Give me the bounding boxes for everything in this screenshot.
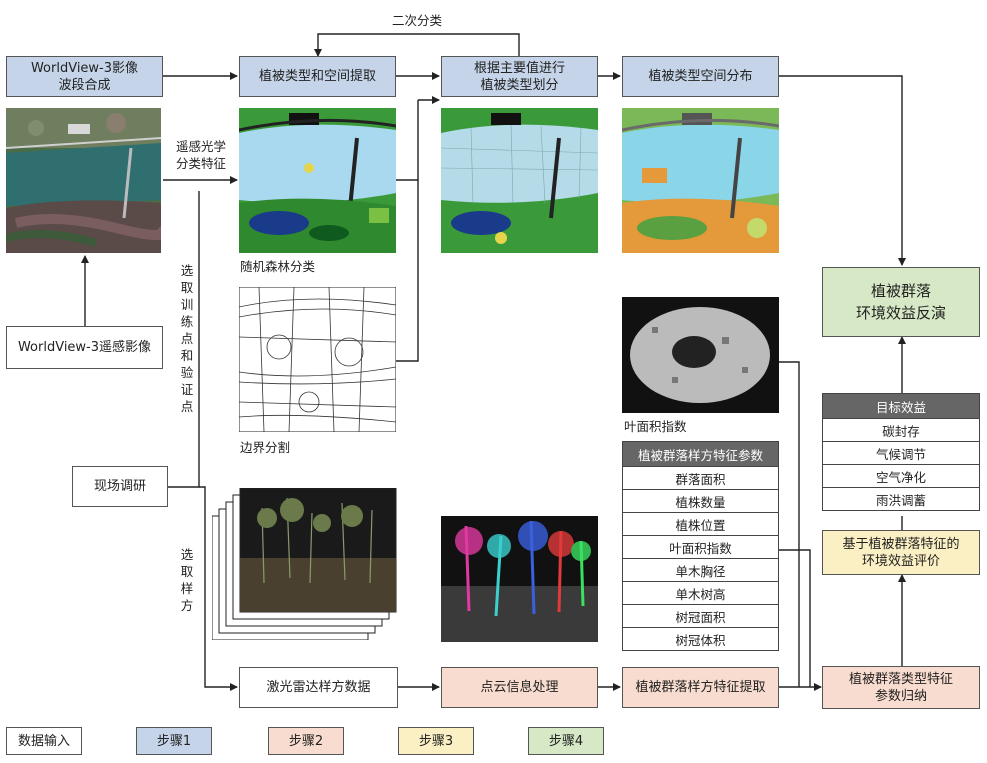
table-row: 群落面积	[623, 466, 778, 489]
satellite-image	[6, 108, 161, 253]
summary-box: 植被群落类型特征 参数归纳	[822, 666, 980, 709]
table-row: 单木树高	[623, 581, 778, 604]
optical-features-label: 遥感光学 分类特征	[176, 139, 227, 171]
segmentation-label: 边界分割	[240, 440, 291, 455]
table-row: 碳封存	[823, 418, 979, 441]
rf-classification-map	[239, 108, 396, 253]
legend-step3: 步骤3	[398, 727, 474, 755]
select-quadrat-label: 选取样方	[180, 547, 194, 613]
feature-extract-box: 植被群落样方特征提取	[622, 667, 779, 708]
secondary-classification-label: 二次分类	[392, 13, 443, 28]
rf-label: 随机森林分类	[240, 259, 316, 274]
table-row: 单木胸径	[623, 558, 778, 581]
legend-step4: 步骤4	[528, 727, 604, 755]
eval-box: 基于植被群落特征的 环境效益评价	[822, 530, 980, 575]
benefit-table: 目标效益 碳封存 气候调节 空气净化 雨洪调蓄	[822, 393, 980, 511]
legend-data-input: 数据输入	[6, 727, 82, 755]
veg-dist-box: 植被类型空间分布	[622, 56, 779, 97]
lai-image	[622, 297, 779, 413]
veg-extract-box: 植被类型和空间提取	[239, 56, 396, 97]
table-row: 叶面积指数	[623, 535, 778, 558]
lidar-box: 激光雷达样方数据	[239, 667, 398, 708]
table-row: 雨洪调蓄	[823, 487, 979, 510]
table-row: 气候调节	[823, 441, 979, 464]
benefit-table-title: 目标效益	[823, 394, 979, 418]
table-row: 树冠面积	[623, 604, 778, 627]
segmentation-map	[239, 287, 396, 432]
lidar-stack-image	[212, 488, 397, 640]
reclass-box: 根据主要值进行 植被类型划分	[441, 56, 598, 97]
lai-label: 叶面积指数	[624, 419, 687, 434]
train-points-label: 选取训练点和验证点	[180, 263, 194, 414]
field-survey-box: 现场调研	[72, 466, 168, 507]
point-cloud-image	[441, 516, 598, 642]
veg-distribution-map	[622, 108, 779, 253]
wv3-band-box: WorldView-3影像 波段合成	[6, 56, 163, 97]
table-row: 空气净化	[823, 464, 979, 487]
pointcloud-box: 点云信息处理	[441, 667, 598, 708]
wv3-image-box: WorldView-3遥感影像	[6, 326, 163, 369]
legend-step2: 步骤2	[268, 727, 344, 755]
table-row: 树冠体积	[623, 627, 778, 650]
reclass-map	[441, 108, 598, 253]
inversion-box: 植被群落 环境效益反演	[822, 267, 980, 337]
legend-step1: 步骤1	[136, 727, 212, 755]
table-row: 植株位置	[623, 512, 778, 535]
feature-table: 植被群落样方特征参数 群落面积 植株数量 植株位置 叶面积指数 单木胸径 单木树…	[622, 441, 779, 651]
feature-table-title: 植被群落样方特征参数	[623, 442, 778, 466]
table-row: 植株数量	[623, 489, 778, 512]
